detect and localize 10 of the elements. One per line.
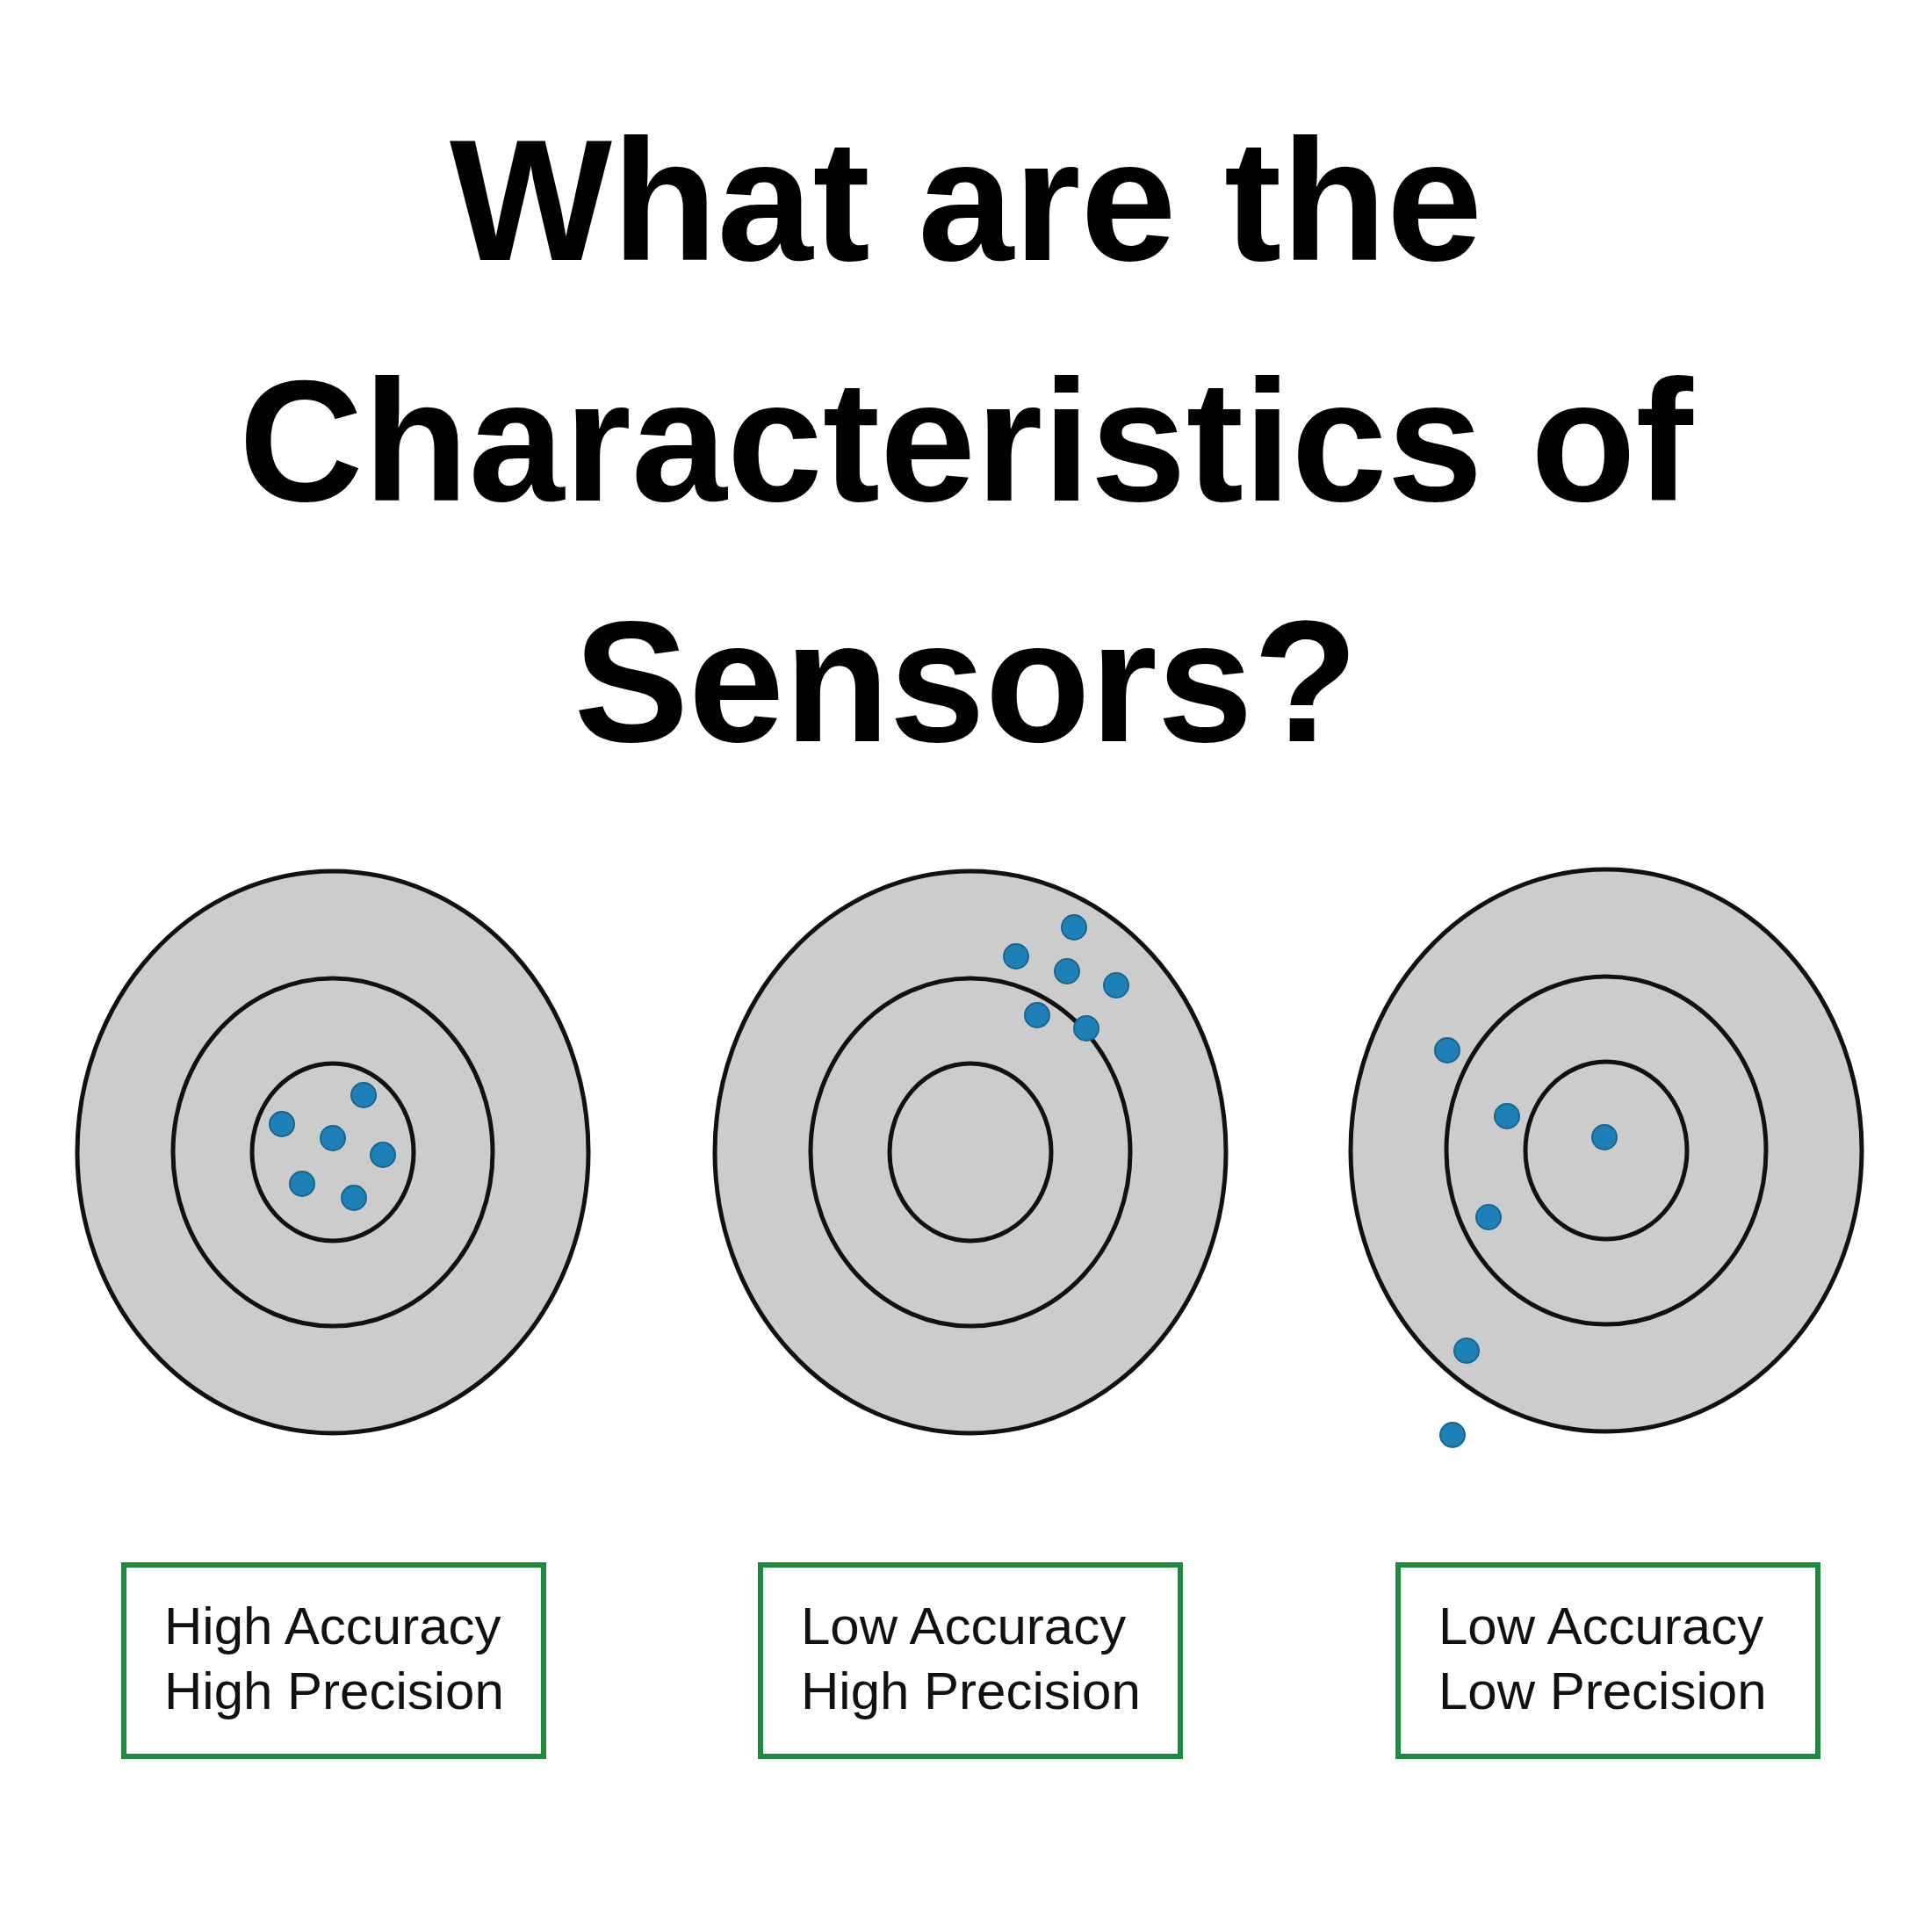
result-box xyxy=(121,1562,546,1759)
precision-label: High Precision xyxy=(801,1661,1141,1722)
accuracy-label: Low Accuracy xyxy=(801,1596,1127,1657)
precision-label: High Precision xyxy=(164,1661,504,1722)
accuracy-label: High Accuracy xyxy=(164,1596,501,1657)
accuracy-label: Low Accuracy xyxy=(1438,1596,1764,1657)
result-box xyxy=(758,1562,1183,1759)
result-box xyxy=(1395,1562,1820,1759)
precision-label: Low Precision xyxy=(1438,1661,1767,1722)
title: What are the Characteristics of Sensors? xyxy=(238,104,1695,780)
